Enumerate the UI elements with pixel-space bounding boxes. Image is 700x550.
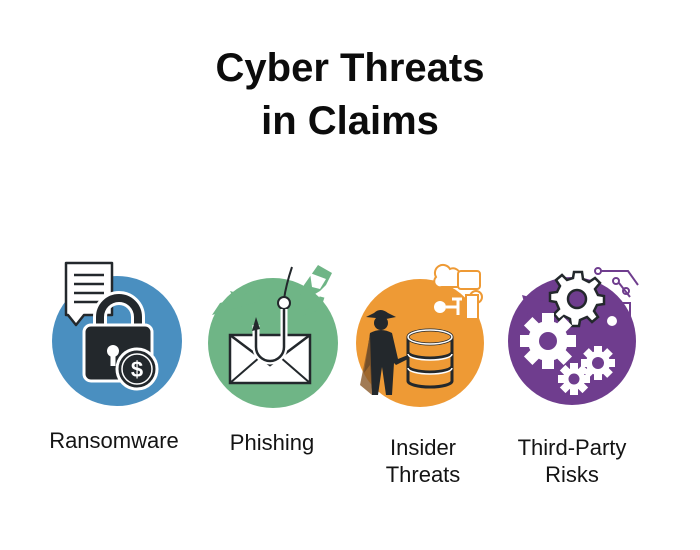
label-line: Threats [385,462,461,487]
page-title: Cyber Threats in Claims [0,42,700,148]
label-line: Phishing [229,430,315,455]
threat-label-insider: Insider Threats [343,434,503,488]
label-line: Ransomware [49,428,179,453]
title-line-1: Cyber Threats [215,46,485,90]
threat-label-ransomware: Ransomware [34,427,194,454]
label-line: Insider [389,435,457,460]
label-line: Risks [545,462,599,487]
svg-text:$: $ [131,357,143,382]
figure-database-icon [350,255,510,415]
threat-label-phishing: Phishing [192,429,352,456]
document-lock-dollar-icon: $ [40,255,200,415]
threat-label-third-party: Third-Party Risks [492,434,652,488]
label-line: Third-Party [517,435,627,460]
gears-circuit-icon [500,255,660,415]
title-line-2: in Claims [261,99,439,143]
envelope-fishhook-icon [200,255,360,415]
